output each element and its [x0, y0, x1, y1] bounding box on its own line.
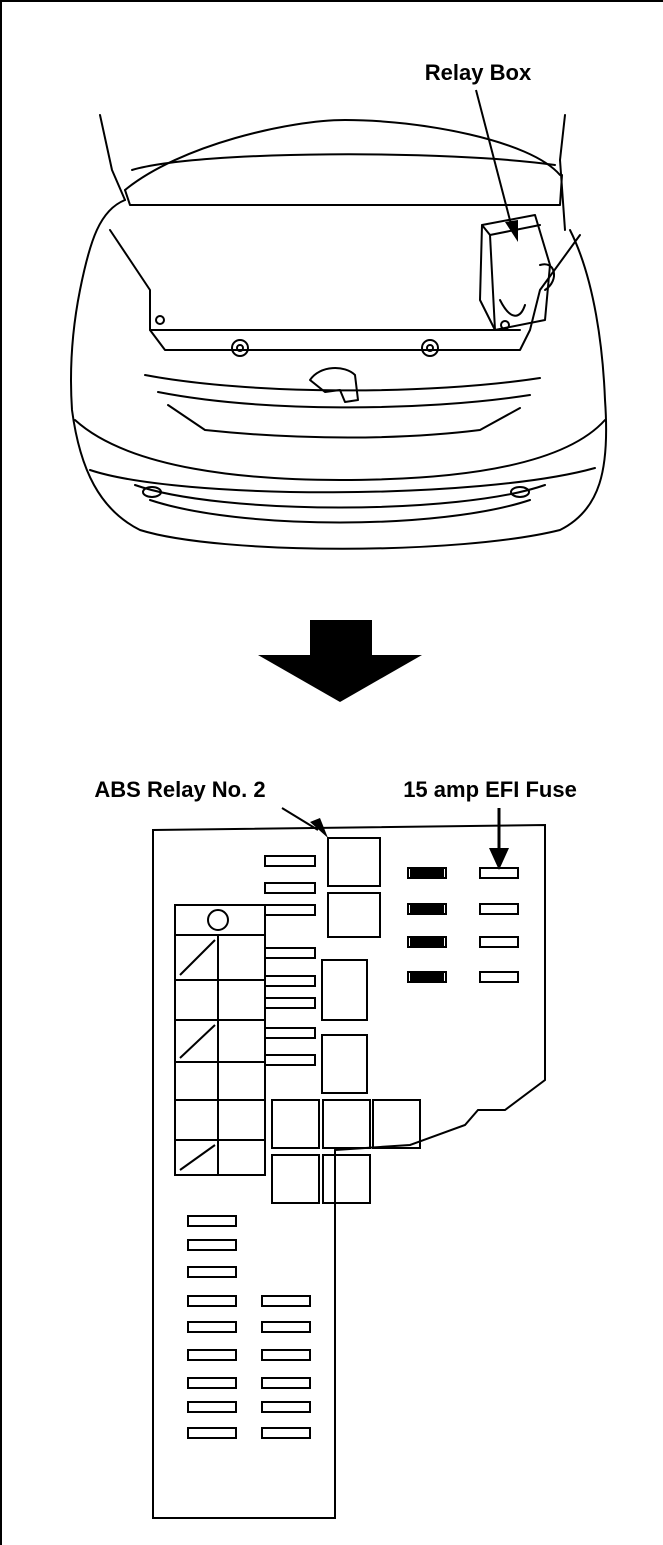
efi-fuse — [479, 867, 519, 879]
relay-box-pointer — [475, 89, 518, 242]
relay-box-components — [174, 837, 519, 1439]
abs-relay-no2 — [327, 837, 381, 887]
left-relay-grid — [174, 904, 266, 1176]
abs-relay-pointer — [281, 807, 328, 838]
relay-box-outline — [152, 823, 546, 1519]
abs-relay-label: ABS Relay No. 2 — [94, 777, 265, 802]
efi-fuse-pointer — [489, 808, 509, 870]
efi-fuse-label: 15 amp EFI Fuse — [403, 777, 577, 802]
car-front-illustration — [69, 114, 608, 550]
filled-fuse-markers — [410, 869, 444, 981]
relay-box-label: Relay Box — [425, 60, 532, 85]
down-arrow-icon — [258, 620, 422, 702]
